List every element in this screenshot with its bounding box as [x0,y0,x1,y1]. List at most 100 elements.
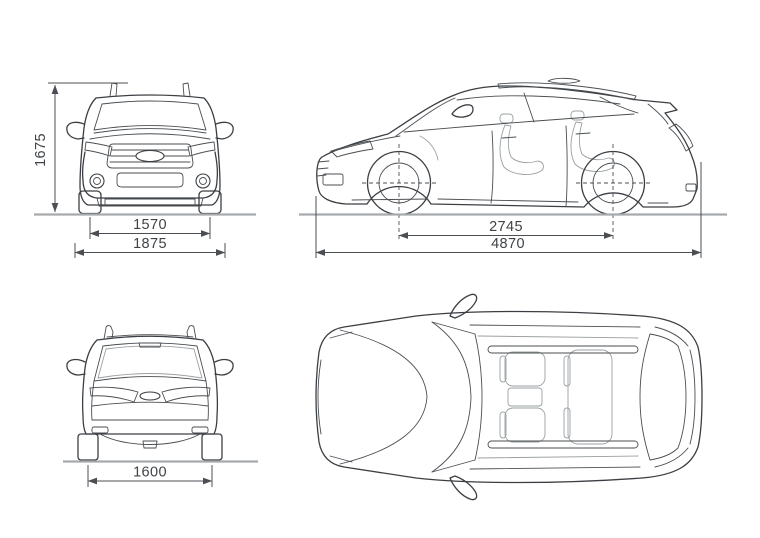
foglight-side [322,173,344,186]
dimension-overall-width: 1875 [74,236,226,258]
hood-line [93,128,207,134]
rear-left-roof-rail [103,325,114,340]
rear-seat [570,121,615,172]
top-car-outline [315,293,703,501]
center-console [507,387,543,407]
top-left-roof-rail [487,345,639,354]
grille [106,143,194,169]
glass-top-line [456,95,621,105]
front-car-outline [66,82,234,207]
rear-wheels [77,433,223,461]
roof-bar-line [106,334,194,338]
headlight-side [330,140,374,158]
brake-light [138,342,162,348]
windshield-base-arc [431,321,472,473]
tailgate-glass-line [647,103,669,125]
side-view: 2745 4870 [299,77,727,258]
dimension-label-height: 1675 [33,133,49,167]
roof-rail [497,82,637,101]
fender-line [329,135,401,153]
tow-hitch [142,440,158,449]
rear-car-outline [66,325,234,449]
rear-glass [639,333,687,461]
nose-grille-lines [316,160,330,177]
dimension-label-front-track: 1570 [133,217,167,233]
tailgate-lower-line [91,401,209,407]
dashboard-line [419,135,439,161]
hood-cutline [339,329,428,465]
front-left-foglight [89,173,105,189]
front-right-mirror [215,121,234,140]
taillight-side [668,123,694,152]
front-left-mirror [66,121,85,140]
dimension-front-track: 1570 [89,217,211,239]
glass-inner-lines [477,335,639,459]
rear-door-seam [565,125,568,207]
side-interior [419,110,615,175]
rear-right-taillight [161,386,211,403]
skid-plate [96,197,204,207]
b-pillar [523,92,535,123]
side-car-outline [316,77,698,208]
rear-left-taillight [89,386,139,403]
top-left-mirror [449,293,478,319]
dimension-label-overall-width: 1875 [133,236,167,252]
rear-left-reflector [91,426,109,434]
front-seat-headrest [499,113,514,124]
top-a-pillars [431,321,476,473]
rear-bumper-seam [689,349,696,445]
top-right-mirror [449,475,478,501]
rear-reflector [685,183,697,192]
brand-logo [135,149,165,163]
dimension-label-wheelbase: 2745 [489,219,523,235]
front-right-foglight [195,173,211,189]
rear-left-tire [77,433,99,461]
lower-intake [116,172,184,188]
door-top-lines [469,324,641,470]
windshield [93,100,207,131]
rear-seat-headrest [570,110,585,121]
dimension-label-rear-track: 1600 [133,465,167,481]
top-headlight-lines [329,331,353,463]
belt-line [403,113,635,133]
a-pillar [395,97,456,137]
front-wheels [78,190,222,215]
tailgate-seams [91,380,209,421]
roof-front-edge [474,333,483,461]
front-door-seam [490,130,494,204]
rear-right-roof-rail [186,325,197,340]
dimension-height: 1675 [33,82,128,213]
front-bumper [81,151,219,199]
rear-bench-seat [567,349,613,445]
top-right-roof-rail [487,440,639,449]
front-left-headlight [84,141,113,157]
front-seat [499,124,544,175]
top-interior [499,349,613,445]
hatch-lines [654,326,689,468]
underbody-curve [99,433,201,445]
front-right-headlight [187,141,216,157]
side-mirror [451,104,474,118]
dimension-label-overall-length: 4870 [491,236,525,252]
door-handles [501,132,591,139]
rear-right-reflector [191,426,209,434]
top-front-left-seat [504,351,546,387]
rear-view: 1600 [63,325,258,487]
sunroof-lens [547,77,581,84]
dimension-wheelbase: 2745 [398,219,614,239]
dimension-overall-length: 4870 [315,162,702,258]
rear-left-mirror [66,358,86,376]
front-view: 1675 1570 1875 [33,82,256,258]
rear-right-mirror [214,358,234,376]
rear-brand-logo [139,391,161,401]
dimension-rear-track: 1600 [87,465,213,487]
front-wheel-centerline [362,144,436,241]
front-right-roof-rail [182,82,191,97]
front-face-line [317,359,322,435]
rear-wheel-centerline [576,144,650,241]
top-front-right-seat [504,407,546,443]
front-left-roof-rail [109,82,118,97]
rear-right-tire [201,433,223,461]
